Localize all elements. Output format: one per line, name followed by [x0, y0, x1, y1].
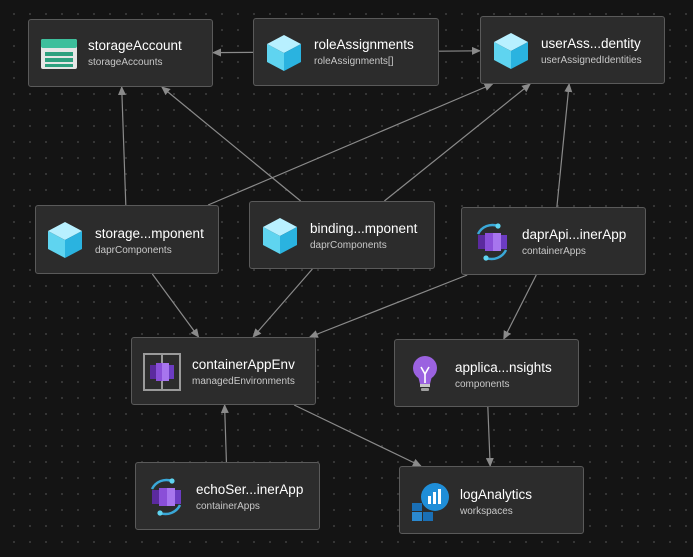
node-application-insights[interactable]: applica...nsights components: [394, 339, 579, 407]
node-binding-component[interactable]: binding...mponent daprComponents: [249, 201, 435, 269]
node-container-app-env[interactable]: containerAppEnv managedEnvironments: [131, 337, 316, 405]
edge-storage_component-to-user_identity: [207, 83, 494, 206]
node-title: binding...mponent: [310, 221, 418, 236]
node-storage-component[interactable]: storage...mponent daprComponents: [35, 205, 219, 274]
resource-cube-icon: [46, 220, 84, 260]
node-role-assignments[interactable]: roleAssignments roleAssignments[]: [253, 18, 439, 86]
edge-storage_component-to-container_app_env: [151, 273, 200, 338]
node-resource-type: managedEnvironments: [192, 376, 295, 387]
container-app-icon: [145, 476, 187, 518]
log-analytics-icon: [409, 480, 451, 524]
edge-binding_component-to-storage_account: [161, 86, 302, 202]
node-resource-type: containerApps: [522, 246, 586, 257]
edge-dapr_api_app-to-user_identity: [556, 83, 573, 208]
node-title: daprApi...inerApp: [522, 227, 627, 242]
node-title: roleAssignments: [314, 37, 414, 52]
edge-dapr_api_app-to-container_app_env: [308, 274, 468, 338]
node-log-analytics[interactable]: logAnalytics workspaces: [399, 466, 584, 534]
node-resource-type: daprComponents: [95, 245, 172, 256]
node-resource-type: roleAssignments[]: [314, 56, 394, 67]
app-insights-bulb-icon: [407, 353, 443, 395]
node-dapr-api-container-app[interactable]: daprApi...inerApp containerApps: [461, 207, 646, 275]
node-title: storageAccount: [88, 38, 182, 53]
node-storage-account[interactable]: storageAccount storageAccounts: [28, 19, 213, 87]
resource-cube-icon: [492, 31, 530, 71]
edge-binding_component-to-user_identity: [383, 83, 531, 202]
node-title: echoSer...inerApp: [196, 482, 304, 497]
resource-cube-icon: [265, 33, 303, 73]
container-app-icon: [471, 221, 513, 263]
node-user-assigned-identity[interactable]: userAss...dentity userAssignedIdentities: [480, 16, 665, 84]
node-resource-type: workspaces: [460, 506, 513, 517]
node-title: userAss...dentity: [541, 36, 641, 51]
node-title: logAnalytics: [460, 487, 533, 502]
edge-echo_service_app-to-container_app_env: [220, 404, 229, 463]
node-title: applica...nsights: [455, 360, 552, 375]
edge-dapr_api_app-to-app_insights: [503, 274, 537, 340]
managed-environment-icon: [141, 351, 183, 393]
node-resource-type: storageAccounts: [88, 57, 163, 68]
node-title: containerAppEnv: [192, 357, 295, 372]
edge-storage_component-to-storage_account: [117, 86, 127, 206]
edge-container_app_env-to-log_analytics: [293, 404, 422, 467]
resource-cube-icon: [261, 216, 299, 256]
edge-app_insights-to-log_analytics: [485, 406, 494, 467]
node-resource-type: daprComponents: [310, 240, 387, 251]
node-title: storage...mponent: [95, 226, 204, 241]
node-resource-type: userAssignedIdentities: [541, 55, 642, 66]
node-echo-service-container-app[interactable]: echoSer...inerApp containerApps: [135, 462, 320, 530]
storage-account-icon: [39, 37, 79, 71]
node-resource-type: containerApps: [196, 501, 260, 512]
edge-binding_component-to-container_app_env: [252, 268, 313, 338]
node-resource-type: components: [455, 379, 510, 390]
